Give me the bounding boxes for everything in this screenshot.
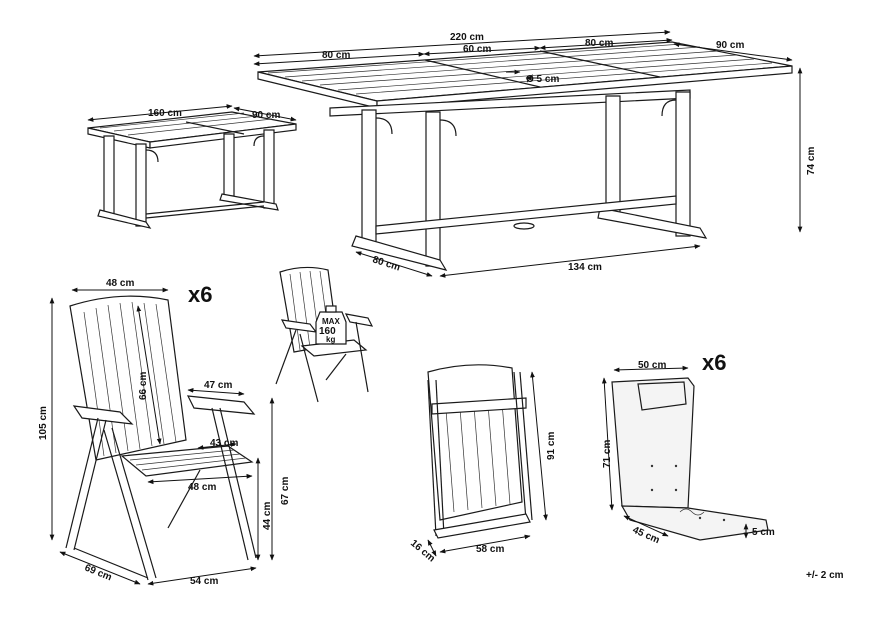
label-chair-seat-width: 48 cm bbox=[188, 482, 216, 493]
label-table-end-section-left: 80 cm bbox=[322, 50, 350, 61]
cushion-drawing bbox=[611, 377, 769, 541]
weight-icon bbox=[315, 311, 347, 345]
label-max-load-title: MAX bbox=[322, 317, 340, 326]
label-table-extension-leaf: 60 cm bbox=[463, 44, 491, 55]
label-table-length-extended: 220 cm bbox=[450, 32, 484, 43]
label-table-width-folded: 90 cm bbox=[252, 110, 280, 121]
label-cushion-thickness: 5 cm bbox=[752, 527, 775, 538]
label-folded-depth: 16 cm bbox=[408, 538, 437, 565]
label-chair-armrest-length: 47 cm bbox=[204, 380, 232, 391]
label-folded-width: 58 cm bbox=[476, 544, 504, 555]
label-chair-seat-height: 44 cm bbox=[262, 502, 273, 530]
label-chair-leg-width: 54 cm bbox=[190, 576, 218, 587]
label-folded-height: 91 cm bbox=[546, 432, 557, 460]
label-table-length-folded: 160 cm bbox=[148, 108, 182, 119]
label-tolerance: +/- 2 cm bbox=[806, 570, 844, 581]
label-cushion-quantity: x6 bbox=[702, 350, 726, 375]
dimension-lines bbox=[49, 29, 803, 586]
label-chair-width: 48 cm bbox=[106, 278, 134, 289]
label-cushion-width: 50 cm bbox=[638, 360, 666, 371]
label-chair-seat-depth: 43 cm bbox=[210, 438, 238, 449]
label-table-width: 90 cm bbox=[716, 40, 744, 51]
chair-load-drawing bbox=[275, 266, 374, 403]
label-parasol-hole-diameter: Ø 5 cm bbox=[526, 74, 559, 85]
label-table-leg-span-length: 134 cm bbox=[568, 262, 602, 273]
extended-table-drawing bbox=[257, 41, 793, 271]
folded-chair-drawing bbox=[427, 364, 533, 539]
label-max-load-unit: kg bbox=[326, 335, 335, 344]
label-chair-total-height: 105 cm bbox=[38, 406, 49, 440]
label-table-end-section-right: 80 cm bbox=[585, 38, 613, 49]
label-chair-armrest-height: 67 cm bbox=[280, 477, 291, 505]
label-chair-quantity: x6 bbox=[188, 282, 212, 307]
label-cushion-length: 71 cm bbox=[602, 440, 613, 468]
compact-table-drawing bbox=[87, 111, 297, 229]
label-max-load-value: 160 bbox=[319, 326, 336, 337]
label-table-height: 74 cm bbox=[806, 147, 817, 175]
label-chair-depth: 69 cm bbox=[83, 563, 114, 584]
label-chair-backrest-height: 66 cm bbox=[138, 372, 149, 400]
